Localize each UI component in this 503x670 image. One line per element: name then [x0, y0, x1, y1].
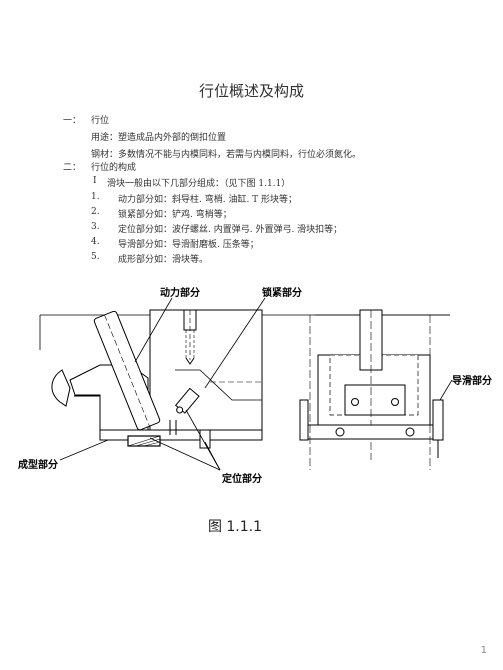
slider-assembly-figure: 动力部分 锁紧部分 导滑部分 成型部分 定位部分	[18, 286, 492, 485]
list-item-number: 1.	[91, 192, 100, 202]
label-molding-part: 成型部分	[18, 458, 58, 471]
section-1-heading: 行位	[91, 116, 110, 126]
section-1-line-usage: 用途：塑造成品内外部的倒扣位置	[91, 133, 227, 143]
list-item-number: 4.	[91, 237, 100, 247]
label-lock-part: 锁紧部分	[262, 286, 302, 299]
section-2-heading: 行位的构成	[91, 163, 137, 173]
section-2-number: 二：	[63, 163, 82, 173]
list-item: 动力部分如：斜导柱. 弯梢. 油缸. T 形块等；	[118, 195, 298, 205]
figure-caption: 图 1.1.1	[207, 519, 263, 535]
section-1-number: 一：	[63, 116, 82, 126]
list-item-number: 3.	[91, 222, 100, 232]
list-item-number: 5.	[91, 252, 100, 262]
intro-text: 滑块一般由以下几部分组成：（见下图 1.1.1）	[107, 179, 291, 189]
list-item: 成形部分如：滑块等。	[118, 255, 209, 265]
list-item-number: 2.	[91, 207, 100, 217]
intro-marker: Ⅰ	[93, 176, 97, 186]
label-guide-part: 导滑部分	[452, 374, 492, 387]
label-power-part: 动力部分	[160, 286, 200, 299]
list-item: 定位部分如：波仔螺丝. 内置弹弓. 外置弹弓. 滑块扣等；	[118, 225, 343, 235]
page-title: 行位概述及构成	[198, 82, 304, 100]
label-position-part: 定位部分	[222, 472, 262, 485]
list-item: 导滑部分如：导滑耐磨板. 压条等；	[118, 240, 259, 250]
list-item: 锁紧部分如：铲鸡. 弯梢等；	[118, 210, 232, 220]
page-number: 1	[480, 645, 487, 656]
section-1-line-steel: 钢材：多数情况不能与内模同料，若需与内模同料，行位必须氮化。	[91, 150, 362, 160]
